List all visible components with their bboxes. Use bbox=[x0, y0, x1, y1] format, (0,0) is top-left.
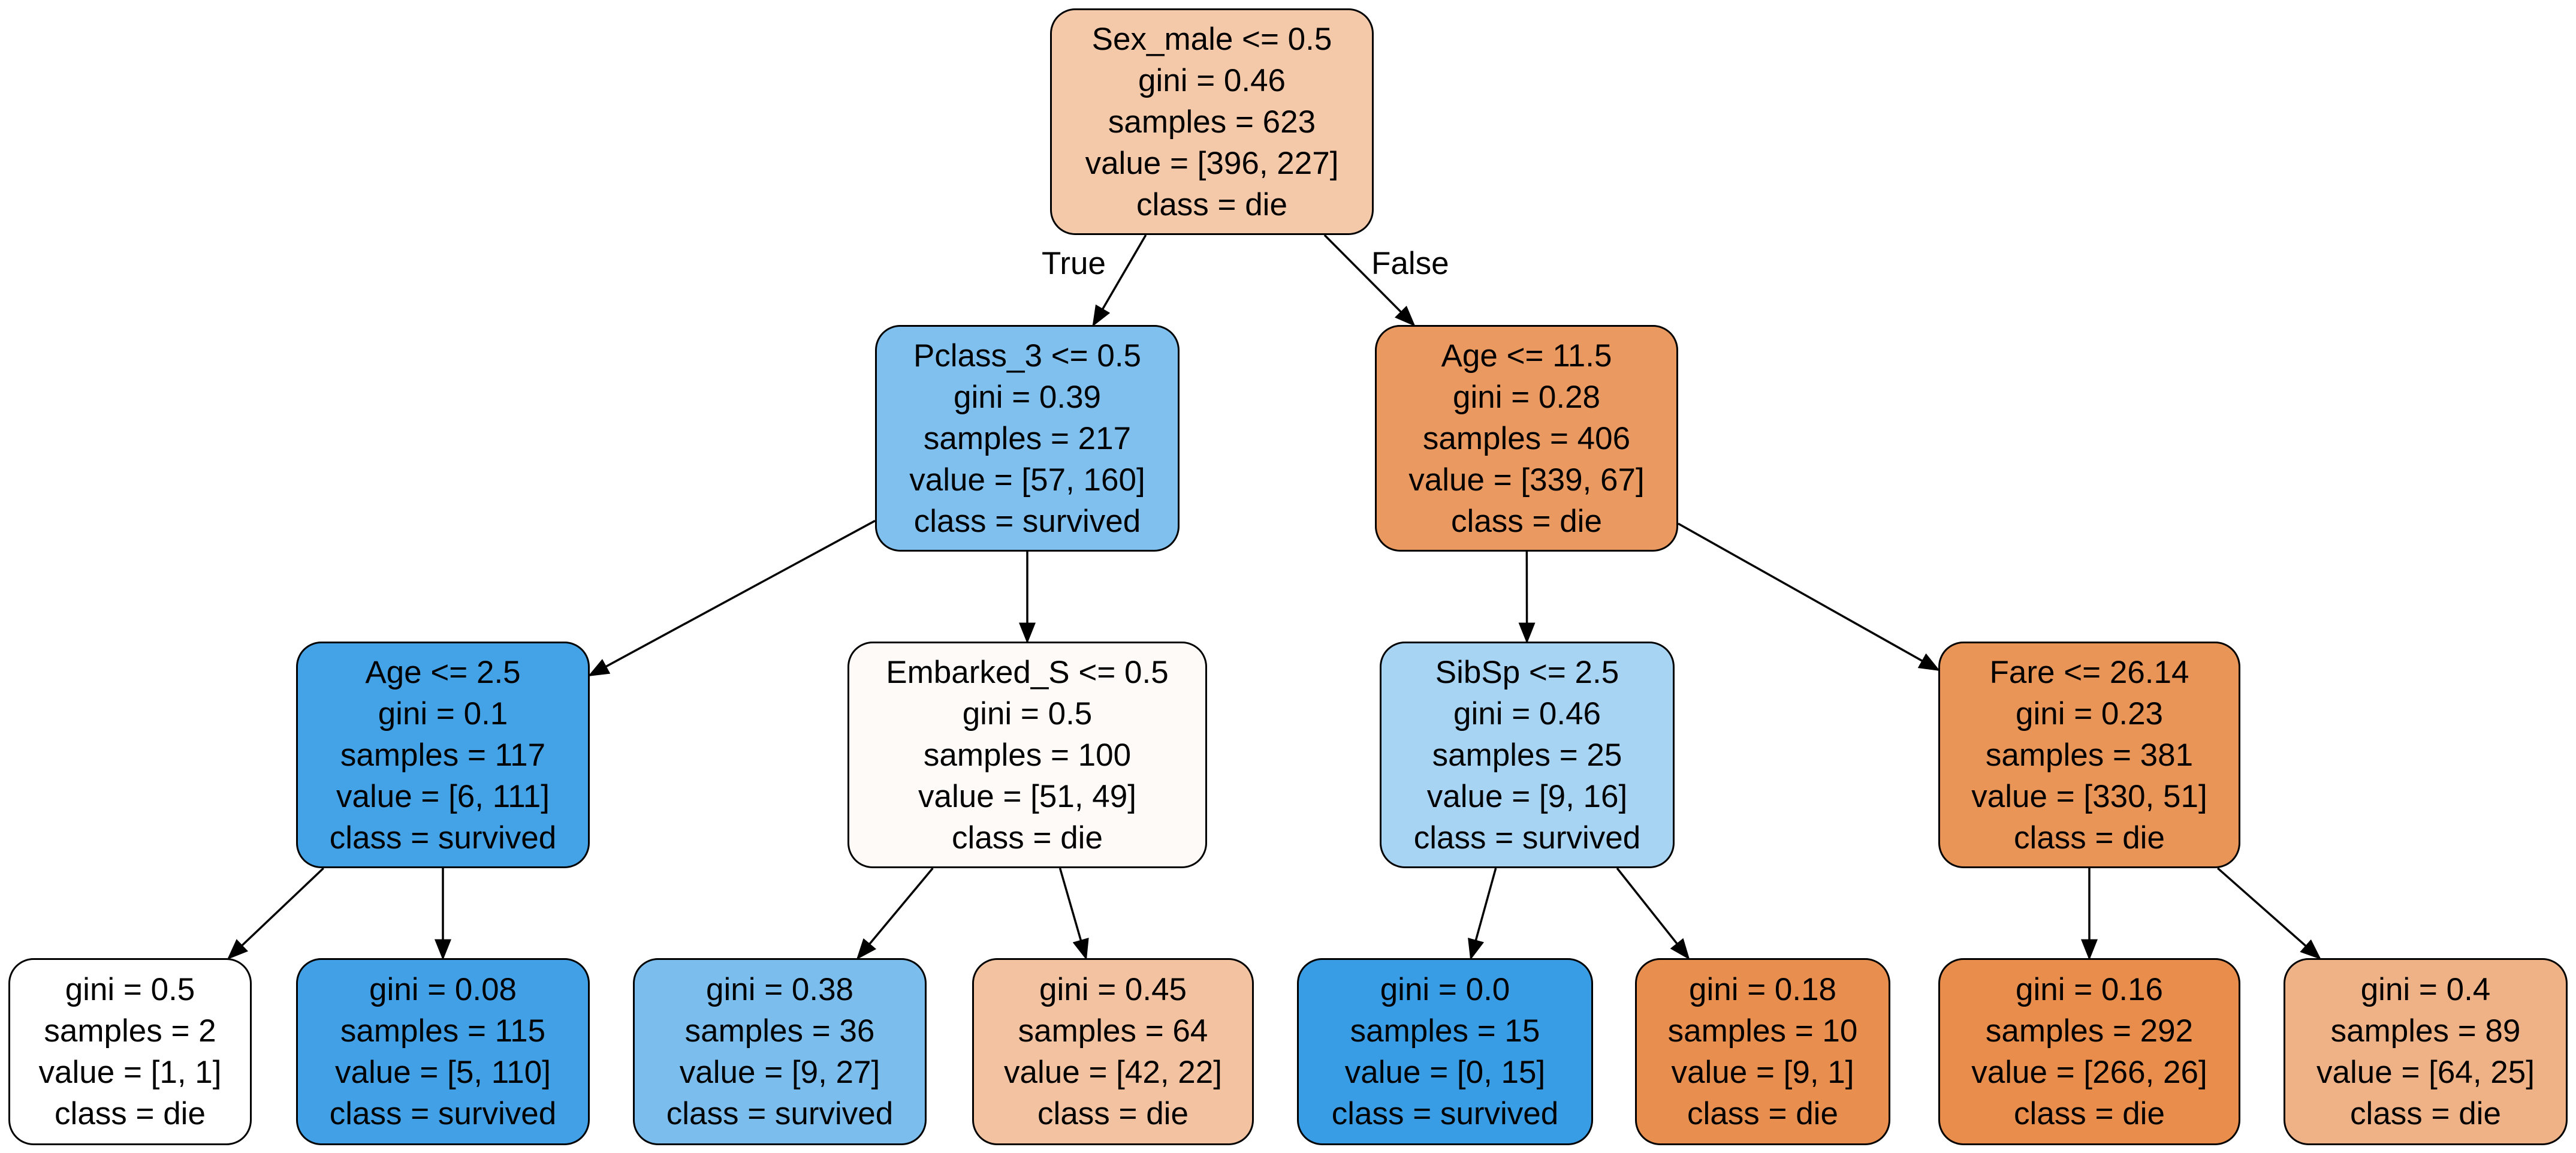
node-text-line: class = die bbox=[2350, 1096, 2501, 1131]
node-pclass-3: Pclass_3 <= 0.5 gini = 0.39 samples = 217 v… bbox=[875, 325, 1180, 552]
node-text-line: gini = 0.5 bbox=[962, 696, 1093, 731]
node-text-line: gini = 0.18 bbox=[1688, 972, 1837, 1007]
node-text-line: gini = 0.39 bbox=[953, 379, 1102, 415]
leaf-node-8: gini = 0.4 samples = 89 value = [64, 25] cl… bbox=[2284, 958, 2568, 1145]
node-text-line: Age <= 11.5 bbox=[1441, 338, 1612, 374]
edge-arrow-n3-n7 bbox=[227, 867, 324, 960]
node-text-line: Age <= 2.5 bbox=[365, 654, 521, 690]
leaf-node-7: gini = 0.16 samples = 292 value = [266, 26… bbox=[1938, 958, 2240, 1145]
node-text-line: value = [1, 1] bbox=[38, 1055, 222, 1090]
node-text-line: gini = 0.46 bbox=[1138, 62, 1286, 98]
edge-arrow-n4-n9 bbox=[856, 867, 934, 960]
node-text-line: value = [42, 22] bbox=[1004, 1055, 1222, 1090]
node-text-line: value = [9, 27] bbox=[679, 1055, 880, 1090]
node-text-line: class = die bbox=[2014, 820, 2165, 856]
node-text-line: samples = 115 bbox=[340, 1013, 546, 1049]
edge-arrow-n1-n3 bbox=[587, 520, 876, 676]
node-text-line: gini = 0.23 bbox=[2015, 696, 2164, 731]
node-text-line: samples = 623 bbox=[1108, 104, 1316, 140]
node-text-line: samples = 292 bbox=[1985, 1013, 2194, 1049]
node-text-line: class = die bbox=[1451, 503, 1602, 539]
leaf-node-2: gini = 0.08 samples = 115 value = [5, 110]… bbox=[296, 958, 590, 1145]
node-text-line: gini = 0.5 bbox=[65, 972, 195, 1007]
node-text-line: gini = 0.16 bbox=[2015, 972, 2164, 1007]
node-text-line: value = [0, 15] bbox=[1344, 1055, 1546, 1090]
node-age-11-5: Age <= 11.5 gini = 0.28 samples = 406 value… bbox=[1375, 325, 1678, 552]
node-text-line: class = survived bbox=[1413, 820, 1641, 856]
node-text-line: gini = 0.28 bbox=[1452, 379, 1601, 415]
edge-arrow-n4-n10 bbox=[1058, 868, 1089, 961]
node-text-line: gini = 0.45 bbox=[1039, 972, 1187, 1007]
node-text-line: class = die bbox=[1037, 1096, 1189, 1131]
node-text-line: samples = 100 bbox=[923, 737, 1132, 773]
leaf-node-1: gini = 0.5 samples = 2 value = [1, 1] class… bbox=[8, 958, 252, 1145]
node-text-line: value = [51, 49] bbox=[918, 778, 1136, 814]
edge-arrow-n6-n14 bbox=[2217, 867, 2321, 960]
node-text-line: samples = 15 bbox=[1350, 1013, 1540, 1049]
node-text-line: class = die bbox=[2014, 1096, 2165, 1131]
node-text-line: samples = 36 bbox=[684, 1013, 875, 1049]
node-text-line: gini = 0.08 bbox=[369, 972, 517, 1007]
node-text-line: class = survived bbox=[1331, 1096, 1559, 1131]
node-text-line: gini = 0.4 bbox=[2360, 972, 2491, 1007]
node-text-line: Pclass_3 <= 0.5 bbox=[913, 338, 1142, 374]
node-text-line: class = survived bbox=[913, 503, 1141, 539]
leaf-node-6: gini = 0.18 samples = 10 value = [9, 1] cla… bbox=[1635, 958, 1890, 1145]
node-text-line: samples = 64 bbox=[1018, 1013, 1208, 1049]
node-text-line: samples = 217 bbox=[923, 420, 1132, 456]
node-fare: Fare <= 26.14 gini = 0.23 samples = 381 val… bbox=[1938, 642, 2240, 868]
node-text-line: samples = 25 bbox=[1432, 737, 1622, 773]
node-text-line: value = [64, 25] bbox=[2316, 1055, 2535, 1090]
node-text-line: samples = 2 bbox=[44, 1013, 216, 1049]
node-age-2-5: Age <= 2.5 gini = 0.1 samples = 117 value =… bbox=[296, 642, 590, 868]
node-text-line: class = survived bbox=[329, 1096, 557, 1131]
node-text-line: Sex_male <= 0.5 bbox=[1091, 21, 1332, 57]
node-text-line: value = [266, 26] bbox=[1971, 1055, 2207, 1090]
node-text-line: Embarked_S <= 0.5 bbox=[886, 654, 1169, 690]
node-text-line: class = die bbox=[1687, 1096, 1838, 1131]
node-text-line: value = [6, 111] bbox=[336, 778, 550, 814]
node-text-line: value = [396, 227] bbox=[1085, 145, 1339, 181]
node-text-line: gini = 0.46 bbox=[1453, 696, 1601, 731]
leaf-node-5: gini = 0.0 samples = 15 value = [0, 15] cla… bbox=[1297, 958, 1593, 1145]
node-text-line: gini = 0.0 bbox=[1380, 972, 1510, 1007]
edge-arrow-n2-n6 bbox=[1678, 522, 1941, 672]
node-text-line: SibSp <= 2.5 bbox=[1435, 654, 1619, 690]
node-root-sex-male: Sex_male <= 0.5 gini = 0.46 samples = 623 v… bbox=[1050, 8, 1374, 235]
node-text-line: gini = 0.1 bbox=[378, 696, 508, 731]
edge-arrow-n0-n1 bbox=[1092, 234, 1147, 327]
node-text-line: class = survived bbox=[329, 820, 557, 856]
node-text-line: samples = 381 bbox=[1985, 737, 2194, 773]
node-text-line: class = die bbox=[55, 1096, 206, 1131]
node-text-line: class = die bbox=[952, 820, 1103, 856]
leaf-node-3: gini = 0.38 samples = 36 value = [9, 27] cl… bbox=[633, 958, 927, 1145]
node-text-line: value = [9, 16] bbox=[1426, 778, 1628, 814]
edge-arrow-n5-n11 bbox=[1468, 868, 1497, 961]
node-text-line: samples = 117 bbox=[340, 737, 546, 773]
node-text-line: samples = 89 bbox=[2330, 1013, 2521, 1049]
node-text-line: samples = 406 bbox=[1422, 420, 1631, 456]
node-embarked-s: Embarked_S <= 0.5 gini = 0.5 samples = 100… bbox=[847, 642, 1207, 868]
edge-arrow-n5-n12 bbox=[1616, 867, 1690, 960]
node-text-line: value = [9, 1] bbox=[1671, 1055, 1854, 1090]
node-text-line: value = [5, 110] bbox=[335, 1055, 551, 1090]
node-text-line: class = survived bbox=[666, 1096, 894, 1131]
node-text-line: value = [339, 67] bbox=[1408, 462, 1645, 498]
edge-label-true: True bbox=[1042, 246, 1106, 281]
edge-arrow-n0-n2 bbox=[1323, 234, 1416, 327]
leaf-node-4: gini = 0.45 samples = 64 value = [42, 22] c… bbox=[972, 958, 1254, 1145]
node-text-line: Fare <= 26.14 bbox=[1989, 654, 2189, 690]
node-sibsp: SibSp <= 2.5 gini = 0.46 samples = 25 value… bbox=[1380, 642, 1675, 868]
node-text-line: gini = 0.38 bbox=[705, 972, 854, 1007]
node-text-line: value = [57, 160] bbox=[909, 462, 1145, 498]
node-text-line: samples = 10 bbox=[1667, 1013, 1858, 1049]
node-text-line: class = die bbox=[1136, 186, 1287, 222]
node-text-line: value = [330, 51] bbox=[1971, 778, 2207, 814]
edge-label-false: False bbox=[1371, 246, 1449, 281]
